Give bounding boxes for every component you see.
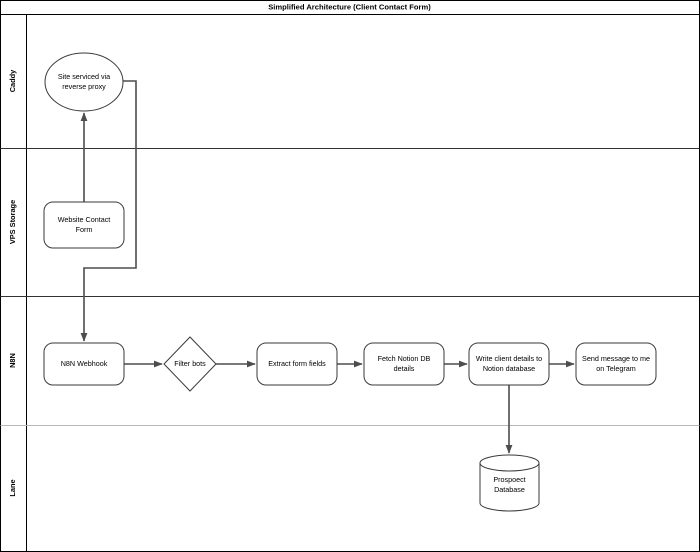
node-shape-cylinder-top[interactable] [479,454,540,472]
node-label-line: Prospoect [493,475,525,484]
node-label-line: Website Contact [58,215,111,224]
node-label-line: Database [494,485,525,494]
node-label-line: Extract form fields [268,359,326,368]
pool-title-group: Simplified Architecture (Client Contact … [268,3,431,12]
node-shape-cylinder-body[interactable] [479,462,540,512]
node-label-line: Write client details to [476,354,542,363]
node-label-line: Send message to me [582,354,650,363]
node-label-line: on Telegram [596,364,635,373]
node-shape-rect[interactable] [43,342,125,386]
lane-vps-storage: VPS Storage [0,148,700,244]
node-label-line: Fetch Notion DB [378,354,431,363]
node-shape-rect[interactable] [575,342,657,386]
node-label-line: Form [76,225,93,234]
lane-label-caddy: Caddy [8,69,17,92]
node-shape-rect[interactable] [256,342,338,386]
node-label-line: Site serviced via [58,72,110,81]
node-n8n-webhook[interactable]: N8N Webhook [43,342,125,386]
node-label-line: reverse proxy [62,82,106,91]
edge-group [80,80,575,454]
node-label-extract-form-fields: Extract form fields [268,359,326,368]
node-shape-rect[interactable] [468,342,550,386]
node-label-line: N8N Webhook [61,359,108,368]
node-shape-rect[interactable] [43,201,125,249]
pool-title: Simplified Architecture (Client Contact … [268,3,431,12]
node-label-filter-bots: Filter bots [174,359,206,368]
node-shape-rect[interactable] [363,342,445,386]
edge-site-to-webhook [80,80,137,342]
lane-label-lane: Lane [8,479,17,496]
node-label-line: Filter bots [174,359,206,368]
lane-caddy: Caddy [8,69,17,92]
node-label-line: details [394,364,415,373]
lane-n8n: N8N [0,296,700,368]
node-label-line: Notion database [483,364,535,373]
lane-lane: Lane [0,425,700,497]
node-shape-diamond[interactable] [163,336,217,392]
node-label-n8n-webhook: N8N Webhook [61,359,108,368]
lane-label-vps-storage: VPS Storage [8,200,17,244]
node-filter-bots[interactable]: Filter bots [163,336,217,392]
lane-label-n8n: N8N [8,353,17,368]
node-shape-ellipse[interactable] [44,52,124,112]
node-extract-form-fields[interactable]: Extract form fields [256,342,338,386]
